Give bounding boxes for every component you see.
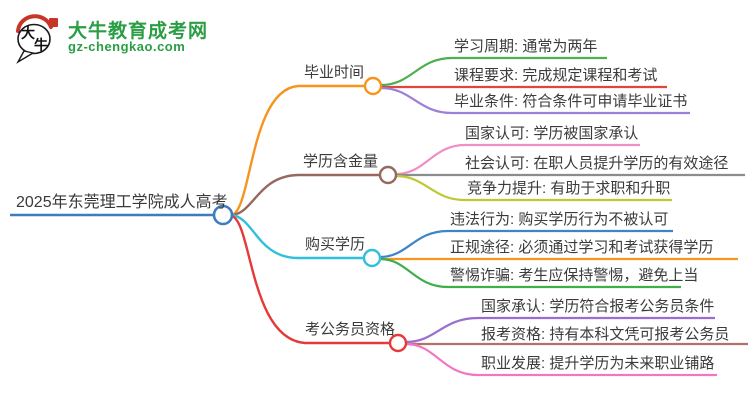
root-node-handle[interactable] bbox=[212, 204, 234, 226]
logo-red-arc bbox=[16, 14, 53, 33]
branch-civil-service-label: 考公务员资格 bbox=[305, 321, 396, 338]
leaf-application-eligibility-label: 报考资格: 持有本科文凭可报考公务员 bbox=[481, 326, 730, 343]
leaf-state-recognition-line bbox=[395, 143, 640, 176]
leaf-study-period-line bbox=[380, 56, 607, 87]
branch-graduation-time-line bbox=[231, 84, 365, 217]
root-node-label: 2025年东莞理工学院成人高考 bbox=[16, 194, 228, 211]
leaf-course-requirement-label: 课程要求: 完成规定课程和考试 bbox=[454, 67, 658, 84]
logo-char-1: 大 bbox=[21, 25, 35, 41]
leaf-fraud-alert-label: 警惕诈骗: 考生应保持警惕，避免上当 bbox=[450, 267, 699, 284]
leaf-graduation-condition-label: 毕业条件: 符合条件可申请毕业证书 bbox=[454, 93, 688, 110]
branch-buying-degree-line bbox=[231, 213, 364, 260]
logo-seal bbox=[49, 18, 58, 27]
branch-civil-service-handle[interactable] bbox=[388, 333, 408, 353]
leaf-state-recognition-label: 国家认可: 学历被国家承认 bbox=[465, 125, 639, 142]
leaf-state-approval-line bbox=[405, 316, 715, 344]
logo-char-2: 牛 bbox=[34, 37, 48, 53]
leaf-illegal-act-line bbox=[379, 229, 673, 259]
logo-speech-bubble bbox=[17, 23, 51, 55]
branch-buying-degree-label: 购买学历 bbox=[305, 236, 366, 253]
leaf-graduation-condition-line bbox=[380, 86, 690, 115]
leaf-state-approval-label: 国家承认: 学历符合报考公务员条件 bbox=[481, 298, 715, 315]
logo-title: 大牛教育成考网 bbox=[68, 21, 209, 42]
branch-civil-service-line bbox=[231, 214, 390, 345]
branch-degree-value-line bbox=[231, 173, 380, 217]
leaf-social-recognition-label: 社会认可: 在职人员提升学历的有效途径 bbox=[465, 155, 729, 172]
leaf-career-development-label: 职业发展: 提升学历为未来职业铺路 bbox=[481, 355, 715, 372]
site-logo[interactable]: 大 牛 大牛教育成考网 gz-chengkao.com bbox=[12, 10, 312, 66]
logo-icon: 大 牛 bbox=[16, 14, 58, 64]
branch-degree-value-handle[interactable] bbox=[378, 165, 398, 185]
branch-graduation-time-handle[interactable] bbox=[363, 76, 383, 96]
leaf-illegal-act-label: 违法行为: 购买学历行为不被认可 bbox=[450, 211, 669, 228]
branch-buying-degree-handle[interactable] bbox=[362, 248, 382, 268]
leaf-study-period-label: 学习周期: 通常为两年 bbox=[454, 38, 598, 55]
leaf-career-development-line bbox=[405, 342, 717, 377]
logo-domain: gz-chengkao.com bbox=[68, 39, 186, 54]
leaf-competitiveness-line bbox=[395, 174, 672, 202]
leaf-formal-path-label: 正规途径: 必须通过学习和考试获得学历 bbox=[450, 239, 714, 256]
leaf-fraud-alert-line bbox=[379, 257, 681, 289]
leaf-competitiveness-label: 竞争力提升: 有助于求职和升职 bbox=[467, 180, 671, 197]
logo-bubble-tail bbox=[16, 50, 35, 64]
branch-degree-value-label: 学历含金量 bbox=[303, 153, 379, 170]
branch-graduation-time-label: 毕业时间 bbox=[304, 64, 365, 81]
